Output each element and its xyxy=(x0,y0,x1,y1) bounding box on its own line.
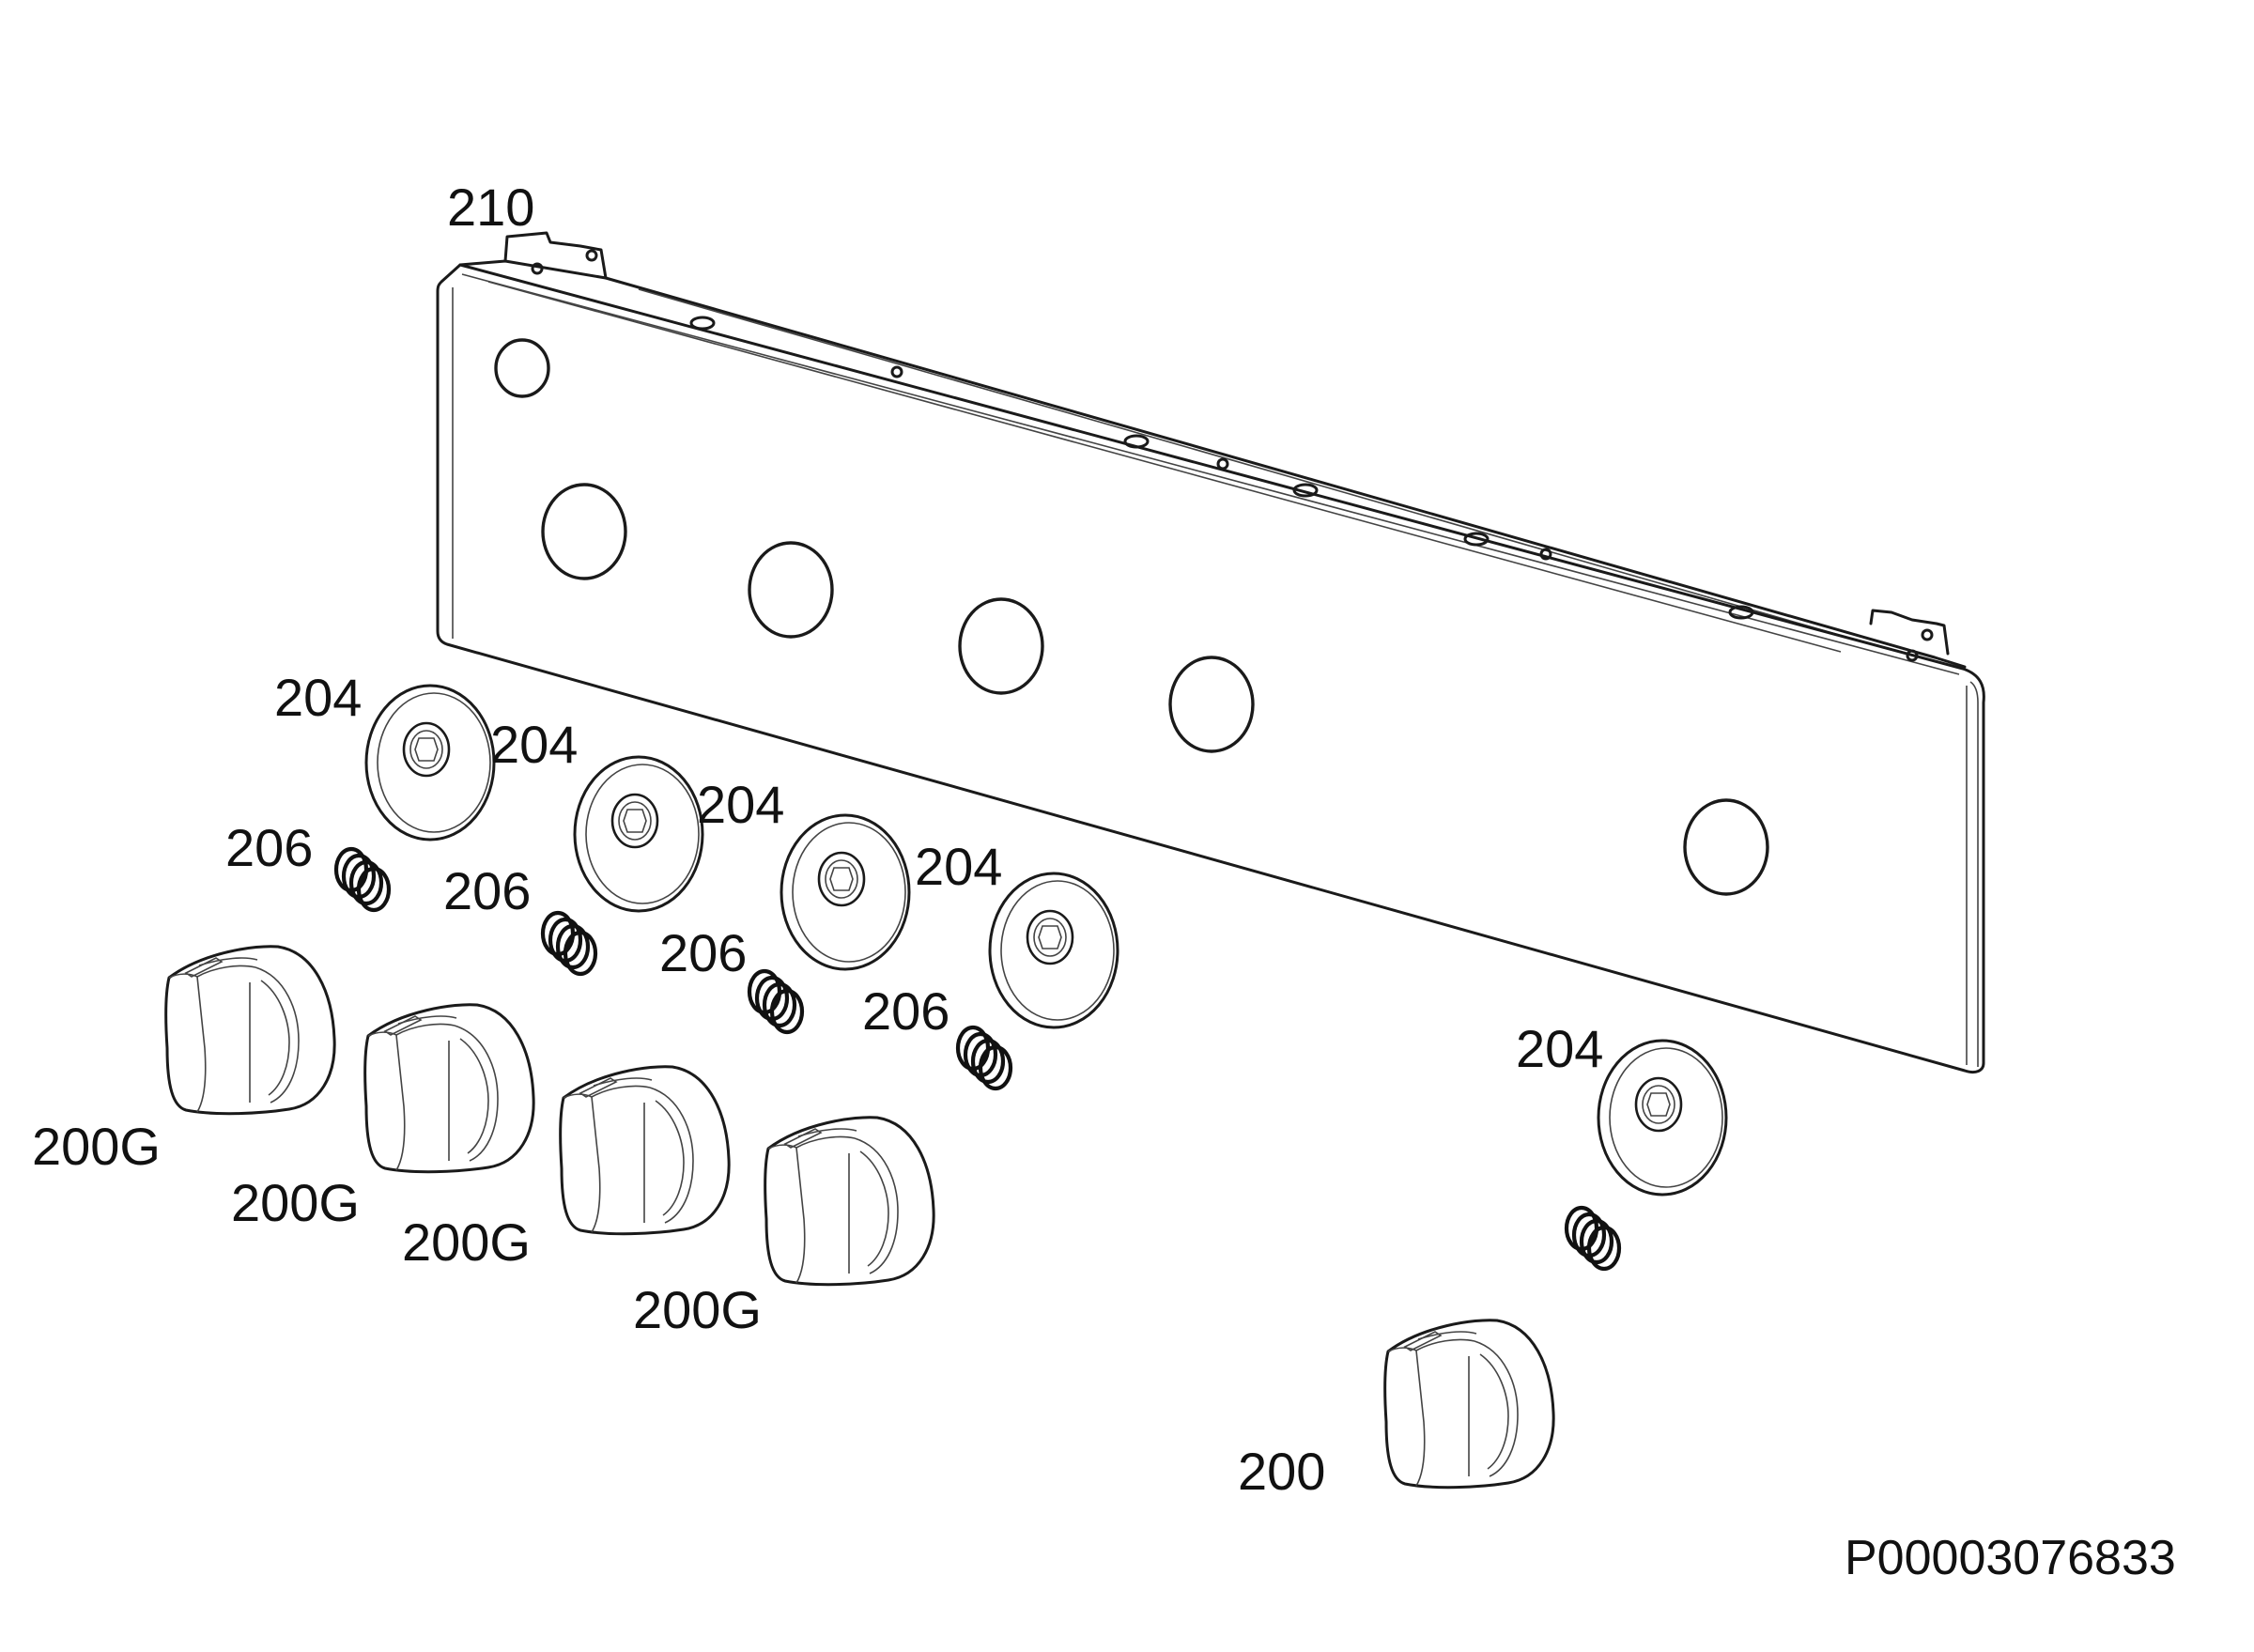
spring-3 xyxy=(749,971,802,1032)
spring-4 xyxy=(958,1027,1011,1088)
bezel-2 xyxy=(573,755,704,913)
knob-g-1 xyxy=(164,945,336,1116)
spring-1 xyxy=(336,849,389,910)
label-bezel-1: 204 xyxy=(274,668,362,727)
label-knob-g-4: 200G xyxy=(633,1280,762,1339)
label-knob-g-2: 200G xyxy=(231,1173,360,1232)
label-spring-4: 206 xyxy=(862,981,949,1041)
label-bezel-5: 204 xyxy=(1516,1019,1603,1078)
knob-1 xyxy=(1383,1319,1555,1490)
bezel-1 xyxy=(364,684,496,841)
bezel-5 xyxy=(1597,1039,1728,1197)
label-bezel-4: 204 xyxy=(915,837,1002,896)
label-bezel-2: 204 xyxy=(490,715,578,774)
bezel-4 xyxy=(988,872,1119,1029)
label-knob-g-1: 200G xyxy=(32,1117,161,1176)
bezel-3 xyxy=(780,813,911,971)
label-spring-2: 206 xyxy=(443,861,531,920)
knob-g-2 xyxy=(363,1003,535,1174)
label-bezel-3: 204 xyxy=(697,775,784,834)
knob-g-3 xyxy=(559,1065,731,1236)
control-panel xyxy=(436,231,1985,1074)
label-spring-3: 206 xyxy=(659,923,747,982)
label-spring-1: 206 xyxy=(225,818,313,877)
reference-code: P00003076833 xyxy=(1845,1531,2176,1585)
label-knob-1: 200 xyxy=(1238,1442,1325,1501)
spring-2 xyxy=(543,913,595,974)
spring-5 xyxy=(1567,1208,1619,1269)
knob-g-4 xyxy=(764,1116,935,1287)
label-panel: 210 xyxy=(447,178,534,237)
label-knob-g-3: 200G xyxy=(402,1212,531,1272)
